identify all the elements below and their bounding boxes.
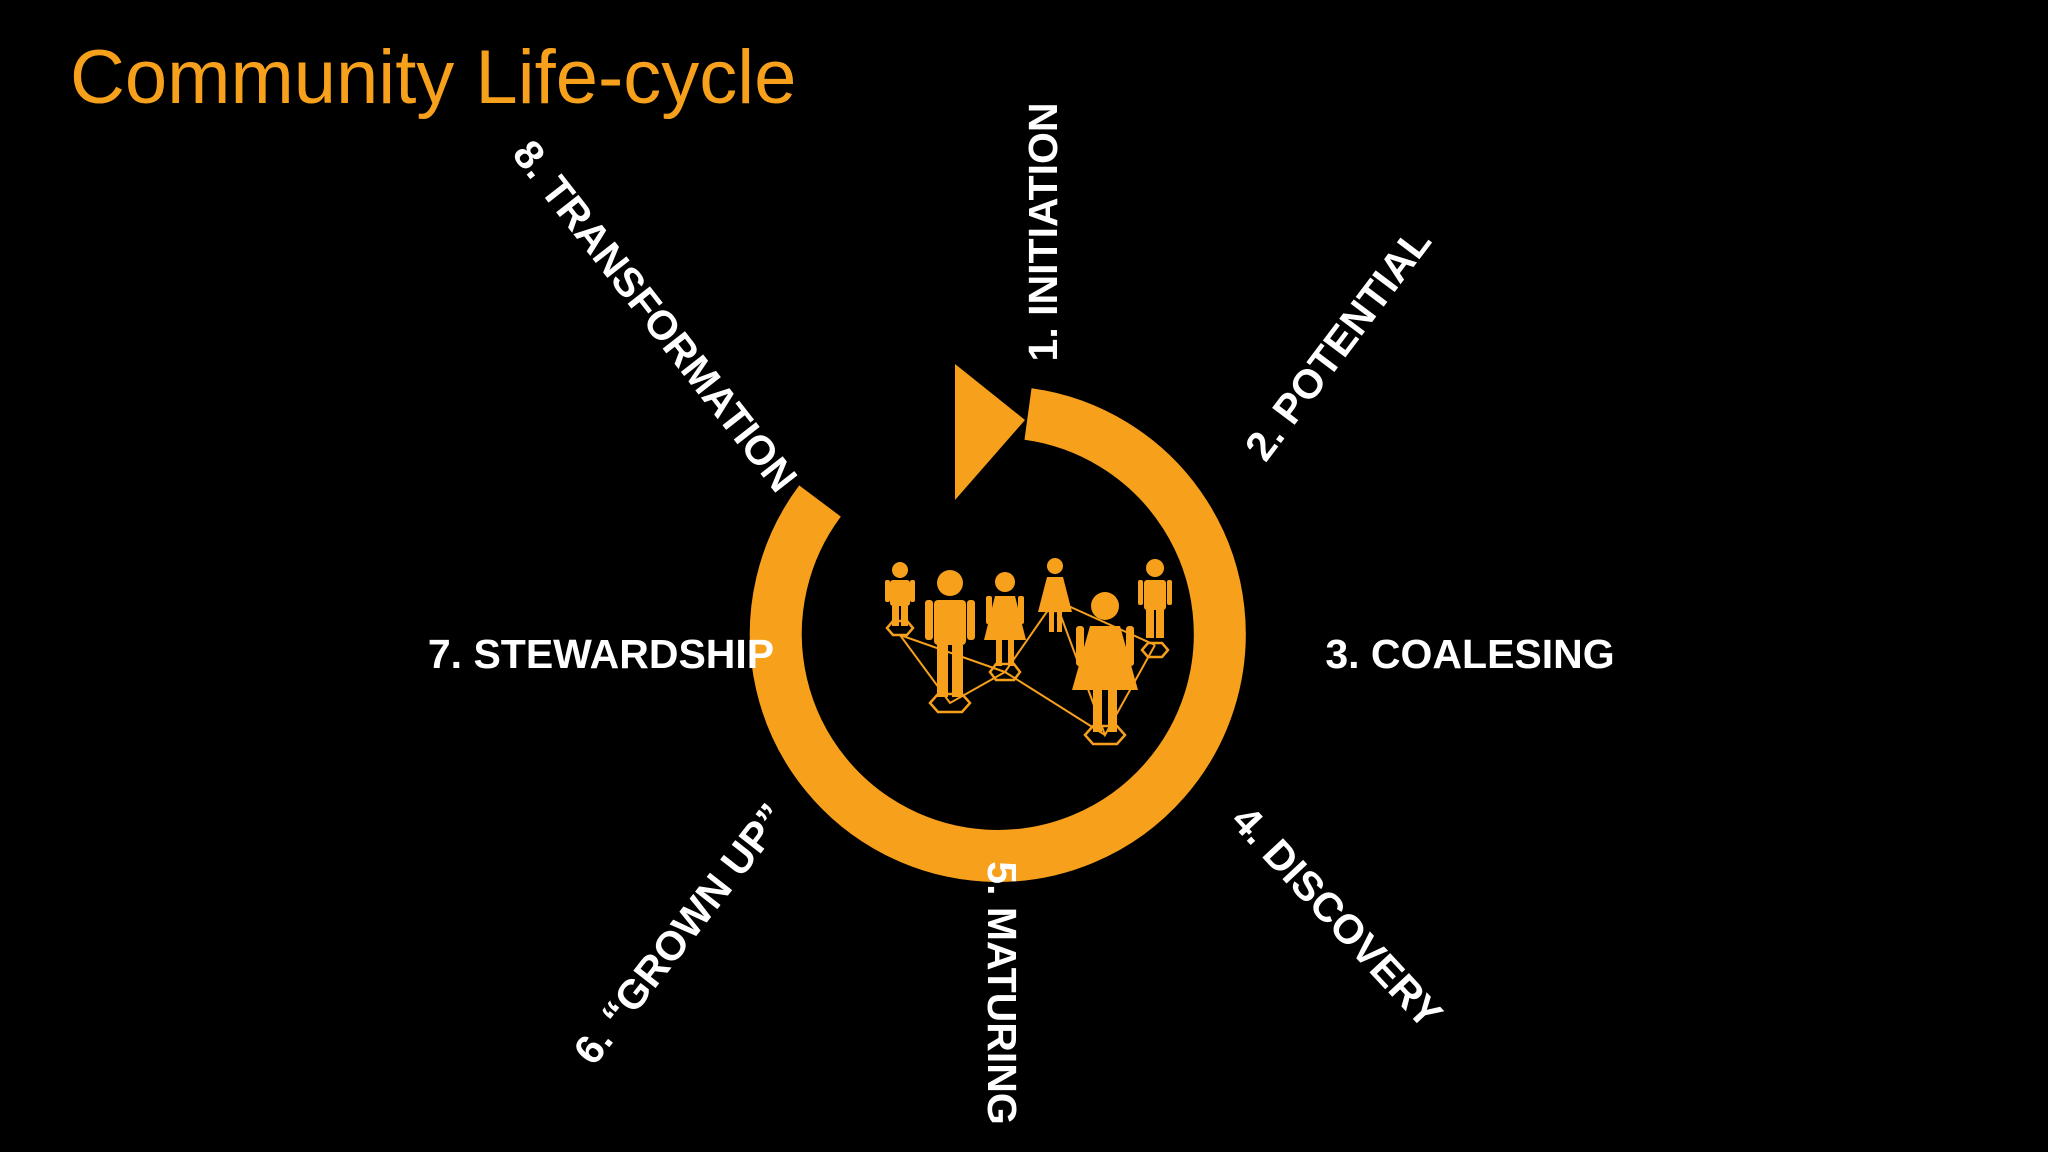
person-woman-large — [1072, 592, 1138, 732]
stage-label-maturing: 5. MATURING — [979, 861, 1025, 1124]
cycle-ring — [749, 388, 1246, 882]
stage-label-potential: 2. POTENTIAL — [1236, 219, 1440, 469]
person-woman-small — [1038, 558, 1072, 632]
person-man-small-1 — [885, 562, 915, 626]
person-woman-medium — [984, 572, 1026, 666]
slide-title: Community Life-cycle — [70, 35, 797, 120]
person-man-large — [925, 570, 975, 697]
stage-label-grown-up: 6. “GROWN UP” — [564, 795, 795, 1073]
stage-label-transformation: 8. TRANSFORMATION — [504, 132, 806, 501]
circular-arrow-icon — [749, 364, 1246, 882]
person-man-small-2 — [1138, 559, 1172, 638]
stage-label-stewardship: 7. STEWARDSHIP — [428, 631, 774, 677]
stage-label-discovery: 4. DISCOVERY — [1223, 797, 1451, 1037]
people-figures — [885, 558, 1172, 732]
cycle-arrowhead — [955, 364, 1025, 500]
people-network-icon — [885, 558, 1172, 746]
stage-label-initiation: 1. INITIATION — [1020, 103, 1066, 362]
stage-label-coalesing: 3. COALESING — [1325, 631, 1614, 677]
